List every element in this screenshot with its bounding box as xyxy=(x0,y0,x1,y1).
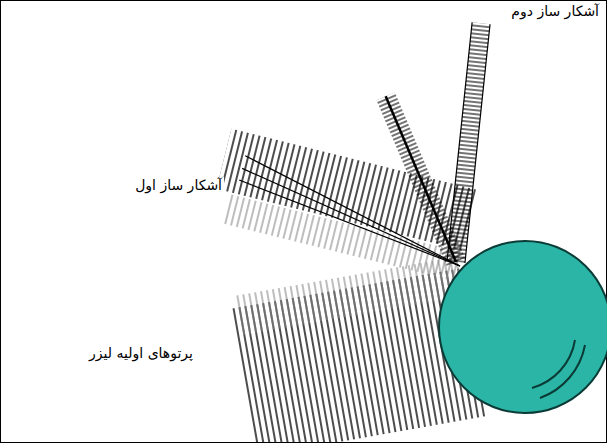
detector-label: آشکار ساز دوم xyxy=(509,3,601,20)
detector-label: آشکار ساز اول xyxy=(133,177,224,194)
detector2-beam xyxy=(447,22,490,263)
beam-label: پرتوهای اولیه لیزر xyxy=(87,345,195,362)
particle-sphere xyxy=(439,241,607,413)
sphere-shading xyxy=(532,340,575,388)
sphere-shading xyxy=(540,345,585,398)
detector2-beam xyxy=(376,92,465,266)
